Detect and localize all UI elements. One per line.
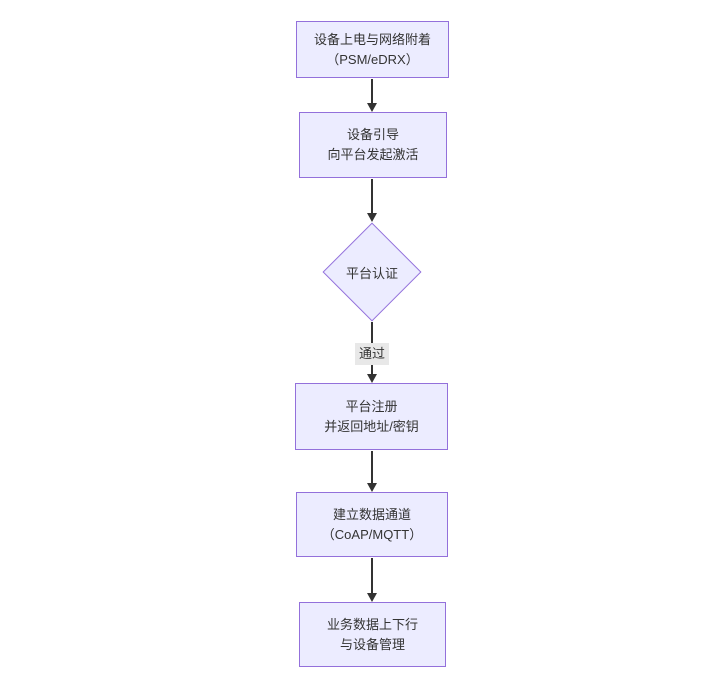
- arrowhead-icon: [367, 374, 377, 383]
- node-business-data-device-mgmt: 业务数据上下行 与设备管理: [299, 602, 446, 667]
- node-data-channel: 建立数据通道 （CoAP/MQTT）: [296, 492, 448, 557]
- arrow-line: [371, 558, 373, 594]
- node-text-line: 并返回地址/密钥: [324, 418, 419, 434]
- arrowhead-icon: [367, 593, 377, 602]
- decision-platform-auth: 平台认证: [322, 222, 422, 322]
- arrowhead-icon: [367, 483, 377, 492]
- arrow-line: [371, 79, 373, 104]
- node-text-line: 平台注册: [345, 398, 398, 414]
- arrowhead-icon: [367, 213, 377, 222]
- node-text-line: （CoAP/MQTT）: [321, 526, 423, 542]
- node-text-line: （PSM/eDRX）: [326, 51, 419, 67]
- edge-label-pass: 通过: [354, 343, 390, 365]
- arrow-line: [371, 179, 373, 215]
- node-power-network-attach: 设备上电与网络附着 （PSM/eDRX）: [296, 21, 449, 78]
- arrow-line: [371, 451, 373, 484]
- node-text-line: 与设备管理: [339, 636, 405, 652]
- node-text-line: 业务数据上下行: [326, 616, 418, 632]
- node-text-line: 设备上电与网络附着: [313, 31, 431, 47]
- node-text-line: 向平台发起激活: [327, 147, 419, 162]
- arrowhead-icon: [367, 103, 377, 112]
- node-platform-register: 平台注册 并返回地址/密钥: [295, 383, 448, 450]
- node-device-bootstrap: 设备引导 向平台发起激活: [299, 112, 447, 178]
- node-text-line: 平台认证: [345, 265, 398, 281]
- node-text-line: 建立数据通道: [332, 506, 411, 522]
- node-text-line: 设备引导: [346, 127, 399, 142]
